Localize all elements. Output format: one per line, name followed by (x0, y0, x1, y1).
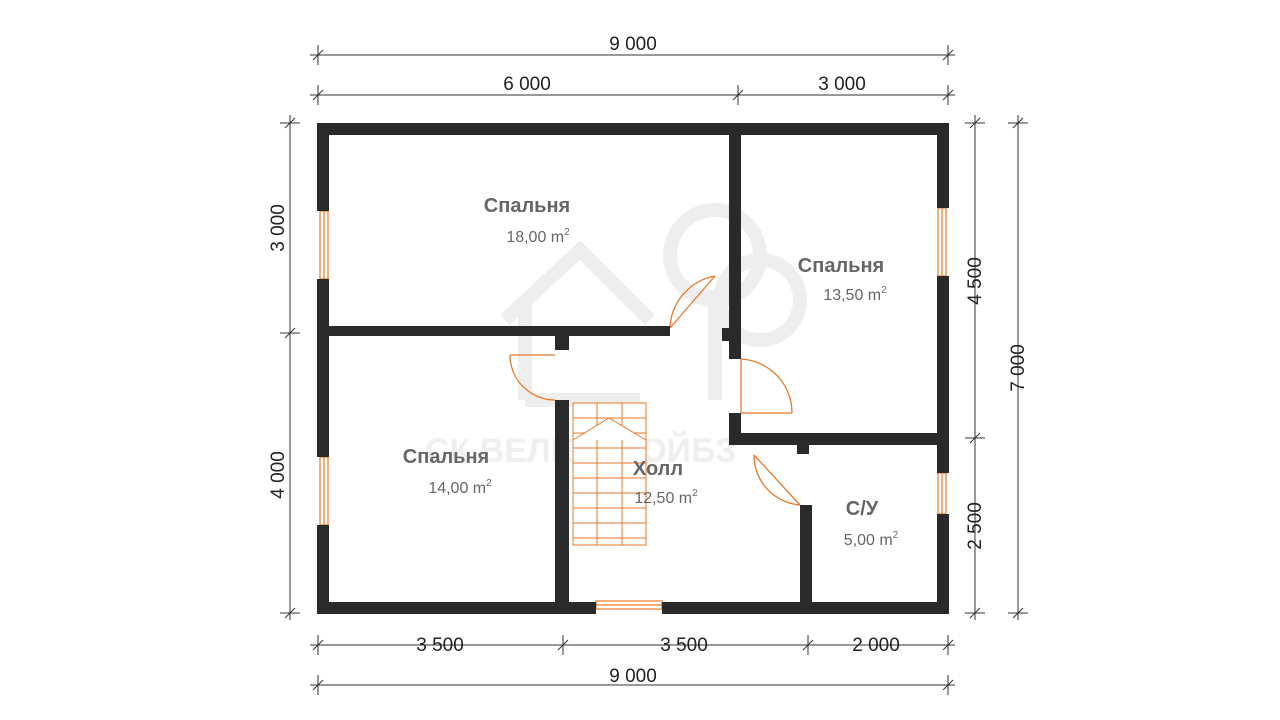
watermark-logo (500, 203, 807, 407)
dim-top-right: 3 000 (818, 74, 866, 95)
room-name: Холл (633, 458, 683, 480)
dim-left-upper: 3 000 (268, 204, 289, 252)
dim-right-total: 7 000 (1008, 344, 1029, 392)
dim-left-lower: 4 000 (268, 451, 289, 499)
dim-bottom-total: 9 000 (609, 666, 657, 687)
room-bedroom-bottom-left: Спальня 14,00 m2 (403, 446, 492, 497)
room-name: С/У (846, 498, 879, 520)
dim-top-total: 9 000 (609, 34, 657, 55)
dim-top-left: 6 000 (503, 74, 551, 95)
doors (509, 275, 801, 506)
room-bedroom-top-left: Спальня 18,00 m2 (484, 195, 570, 246)
room-area: 13,50 m2 (823, 285, 887, 304)
dim-bottom-left: 3 500 (416, 635, 464, 656)
room-hall: Холл 12,50 m2 (633, 458, 698, 507)
dimension-lines (280, 45, 1028, 695)
walls (317, 123, 949, 614)
dim-right-upper: 4 500 (965, 257, 986, 305)
room-bathroom: С/У 5,00 m2 (844, 498, 899, 549)
room-area: 14,00 m2 (428, 478, 492, 497)
dim-bottom-right: 2 000 (852, 635, 900, 656)
dim-bottom-middle: 3 500 (660, 635, 708, 656)
room-area: 18,00 m2 (506, 227, 570, 246)
room-name: Спальня (798, 255, 884, 277)
room-name: Спальня (403, 446, 489, 468)
dim-right-lower: 2 500 (965, 502, 986, 550)
room-name: Спальня (484, 195, 570, 217)
room-area: 5,00 m2 (844, 530, 899, 549)
room-area: 12,50 m2 (634, 488, 698, 507)
room-bedroom-right: Спальня 13,50 m2 (798, 255, 887, 304)
staircase (572, 402, 647, 546)
